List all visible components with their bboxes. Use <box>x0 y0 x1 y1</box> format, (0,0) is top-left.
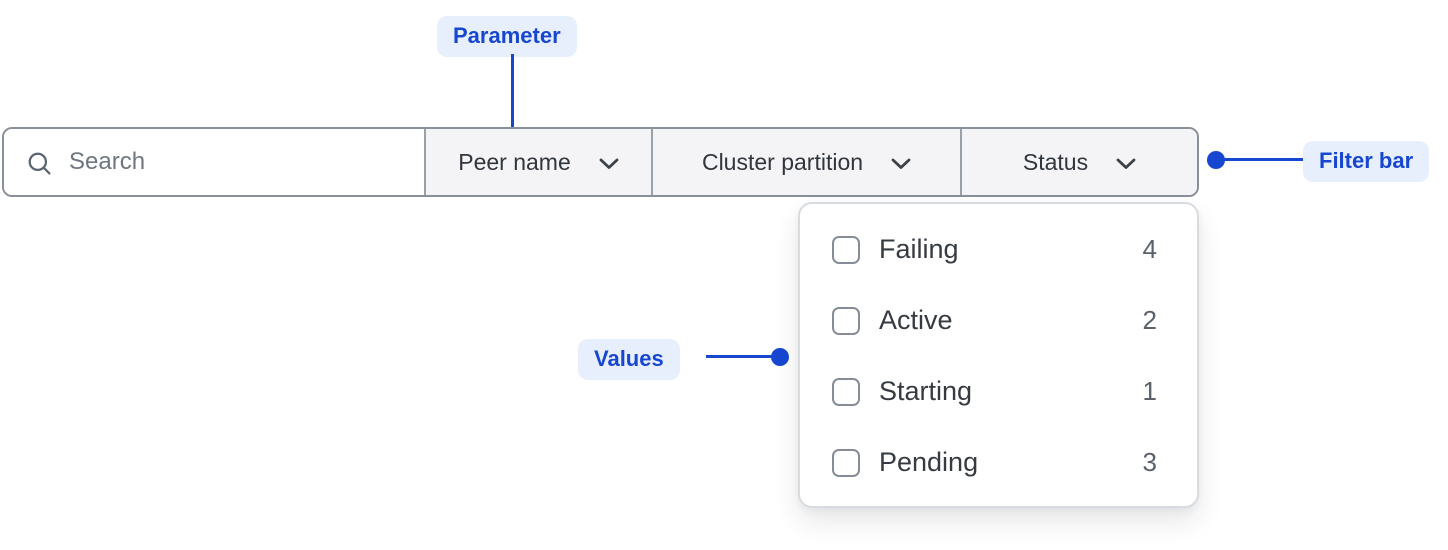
dropdown-option-active[interactable]: Active 2 <box>832 285 1157 356</box>
option-count: 1 <box>1142 376 1157 406</box>
chevron-down-icon <box>599 158 619 170</box>
filter-bar: Peer name Cluster partition Status <box>2 127 1199 197</box>
dropdown-option-pending[interactable]: Pending 3 <box>832 427 1157 498</box>
dropdown-peer-name[interactable]: Peer name <box>424 129 651 195</box>
option-count: 3 <box>1142 447 1157 477</box>
checkbox[interactable] <box>832 235 860 264</box>
filter-bar-annotation-badge: Filter bar <box>1303 141 1430 182</box>
dropdown-option-starting[interactable]: Starting 1 <box>832 356 1157 427</box>
dropdown-peer-name-label: Peer name <box>458 148 571 175</box>
option-label: Active <box>879 305 953 335</box>
status-dropdown-panel: Failing 4 Active 2 Starting 1 Pending 3 <box>798 202 1199 508</box>
values-connector-line <box>706 355 778 358</box>
chevron-down-icon <box>891 158 911 170</box>
option-label: Failing <box>879 234 959 264</box>
filter-bar-connector-dot <box>1207 151 1225 169</box>
dropdown-status[interactable]: Status <box>960 129 1197 195</box>
option-count: 2 <box>1142 305 1157 335</box>
chevron-down-icon <box>1116 158 1136 170</box>
search-icon <box>26 150 53 177</box>
dropdown-cluster-partition-label: Cluster partition <box>701 148 864 175</box>
values-annotation-badge: Values <box>578 339 680 380</box>
option-count: 4 <box>1142 234 1157 264</box>
dropdown-cluster-partition[interactable]: Cluster partition <box>651 129 960 195</box>
dropdown-option-failing[interactable]: Failing 4 <box>832 214 1157 285</box>
search-input[interactable] <box>69 148 369 176</box>
checkbox[interactable] <box>832 377 860 406</box>
option-label: Starting <box>879 376 973 406</box>
values-connector-dot <box>771 348 789 366</box>
option-label: Pending <box>879 447 979 477</box>
checkbox[interactable] <box>832 448 860 477</box>
parameter-annotation-badge: Parameter <box>437 16 577 57</box>
search-box[interactable] <box>4 129 424 195</box>
checkbox[interactable] <box>832 306 860 335</box>
filter-bar-connector-line <box>1222 158 1304 161</box>
parameter-connector-line <box>511 54 514 140</box>
dropdown-status-label: Status <box>1022 148 1089 175</box>
